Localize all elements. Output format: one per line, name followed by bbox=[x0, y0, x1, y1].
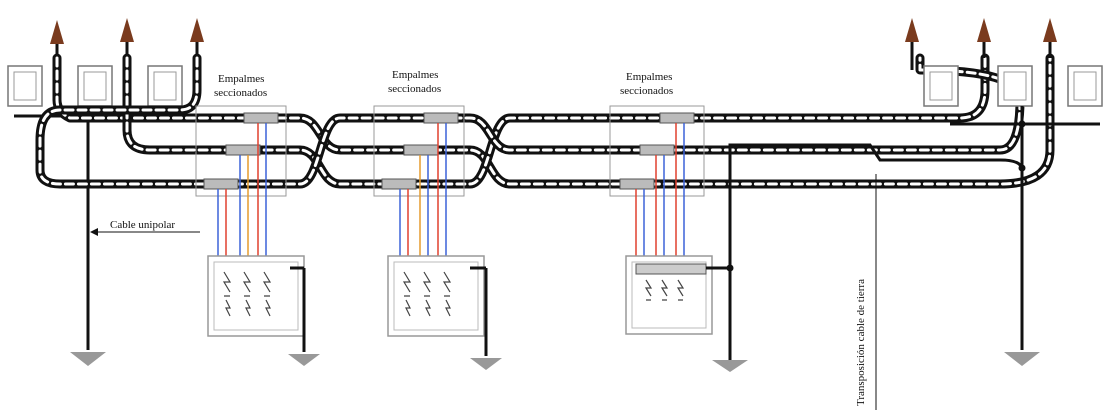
splice-sleeve bbox=[659, 112, 695, 124]
junction-box-1-label-line2: seccionados bbox=[214, 87, 267, 99]
surge-arrester-icon bbox=[644, 279, 685, 301]
terminal-tip-icon bbox=[1043, 18, 1057, 42]
junction-box-1: Empalmes seccionados bbox=[195, 73, 306, 352]
junction-box-2: Empalmes seccionados bbox=[373, 69, 488, 356]
junction-box-3-label-line2: seccionados bbox=[620, 85, 673, 97]
bonding-cable-callout: Cable unipolar bbox=[90, 219, 200, 236]
splice-sleeve bbox=[423, 112, 459, 124]
junction-box-3-label-line1: Empalmes bbox=[626, 71, 672, 83]
junction-box-2-label-line1: Empalmes bbox=[392, 69, 438, 81]
bonding-cable-label: Cable unipolar bbox=[110, 219, 175, 231]
link-box-2 bbox=[387, 255, 485, 337]
junction-box-1-label-line1: Empalmes bbox=[218, 73, 264, 85]
ground-symbol-icon bbox=[712, 360, 748, 372]
splice-sleeve bbox=[381, 178, 417, 190]
earth-cable-transposition-label: Transposición cable de tierra bbox=[855, 279, 867, 406]
splice-sleeve bbox=[225, 144, 261, 156]
ground-symbol-icon bbox=[1004, 352, 1040, 366]
ground-symbol-icon bbox=[288, 354, 320, 366]
junction-box-3: Empalmes seccionados bbox=[609, 71, 734, 335]
junction-box-2-label-line2: seccionados bbox=[388, 83, 441, 95]
power-cables bbox=[35, 53, 1055, 189]
arrow-left-icon bbox=[90, 228, 98, 236]
ground-symbol-icon bbox=[70, 352, 106, 366]
terminal-tip-icon bbox=[50, 20, 64, 44]
terminal-tip-icon bbox=[190, 18, 204, 42]
terminal-tip-icon bbox=[905, 18, 919, 42]
surge-arrester-icon bbox=[402, 271, 452, 317]
ground-symbol-icon bbox=[470, 358, 502, 370]
splice-sleeve bbox=[243, 112, 279, 124]
splice-sleeve bbox=[403, 144, 439, 156]
terminal-tip-icon bbox=[120, 18, 134, 42]
splice-sleeve bbox=[203, 178, 239, 190]
terminal-tip-icon bbox=[977, 18, 991, 42]
link-box-1 bbox=[207, 255, 305, 337]
splice-sleeve bbox=[619, 178, 655, 190]
surge-arrester-icon bbox=[222, 271, 272, 317]
right-terminations bbox=[905, 18, 1103, 350]
splice-sleeve bbox=[639, 144, 675, 156]
